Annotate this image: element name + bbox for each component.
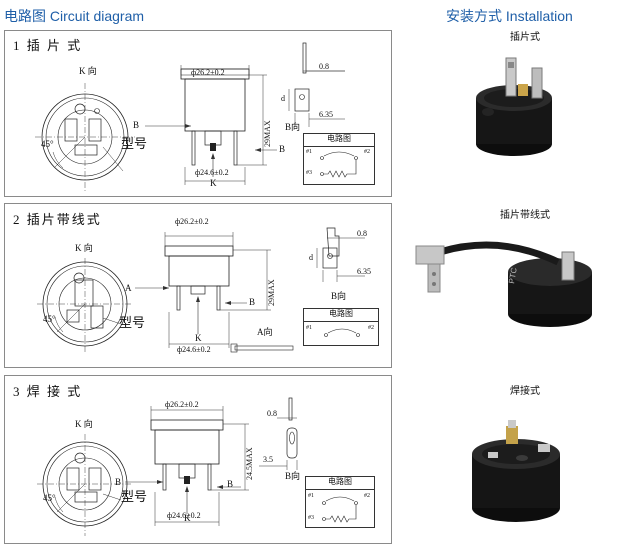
thickness-dim: 0.8 [267,409,277,418]
circuit-box-title: 电路图 [328,477,352,486]
photo-plug-in-relay [476,57,552,156]
arrow-b-label: B [249,297,256,307]
circuit-schematic [324,328,360,337]
angle-label: 45° [43,493,56,503]
k-view-drawing [37,258,133,354]
pin3-label: #3 [306,170,312,176]
terminal-detail-drawing [259,397,298,470]
photo-solder-relay [472,420,560,522]
thickness-dim: 0.8 [319,62,329,71]
b-view-label: B向 [285,122,301,132]
top-diameter-dim: ф26.2±0.2 [165,400,199,409]
panel-solder: 3 焊 接 式 K 向 45° 型号 [4,375,392,544]
d-dim: d [309,253,313,262]
circuit-box-title: 电路图 [327,134,351,143]
arrow-a-label: A [125,283,132,293]
photo-label-solder: 焊接式 [510,386,540,397]
thickness-dim: 0.8 [357,229,367,238]
installation-header: 安装方式 Installation [446,8,573,24]
pin2-label: #2 [368,325,374,331]
bottom-diameter-dim: ф24.6±0.2 [167,511,201,520]
circuit-schematic [322,496,358,523]
top-diameter-dim: ф26.2±0.2 [191,68,225,77]
side-view-drawing [145,65,277,185]
pin2-label: #2 [364,149,370,155]
pin1-label: #1 [308,493,314,499]
circuit-box: 电路图 #1 #2 [303,308,379,346]
k-view-label: K 向 [75,419,93,429]
k-view-drawing [37,434,133,536]
model-label: 型号 [119,315,146,330]
panel-title: 2 插片带线式 [13,212,102,227]
a-view-label: A向 [257,327,273,337]
circuit-box: 电路图 #1 #2 #3 [305,476,375,528]
b-view-label: B向 [285,471,301,481]
panel-plug-in: 1 插 片 式 K 向 45° 型号 [4,30,392,197]
d-dim: d [281,94,285,103]
angle-label: 45° [41,139,54,149]
pin1-label: #1 [306,149,312,155]
arrow-b2-label: B [279,144,286,154]
panel-title: 3 焊 接 式 [13,384,83,399]
k-view-drawing [35,83,135,191]
model-label: 型号 [121,489,148,504]
top-diameter-dim: ф26.2±0.2 [175,217,209,226]
bottom-diameter-dim: ф24.6±0.2 [195,168,229,177]
side-view-drawing [125,406,249,526]
width-dim: 6.35 [319,110,333,119]
circuit-box-title: 电路图 [329,309,353,318]
arrow-b2-label: B [227,479,234,489]
circuit-schematic [320,151,358,178]
arrow-b-label: B [115,477,122,487]
width-dim: 6.35 [357,267,371,276]
width-dim: 3.5 [263,455,273,464]
circuit-box: 电路图 #1 #2 #3 [303,133,375,185]
model-label: 型号 [121,136,148,151]
k-view-label: K 向 [75,243,93,253]
terminal-detail-drawing [316,227,365,282]
pin1-label: #1 [306,325,312,331]
terminal-detail-drawing [288,42,345,127]
angle-label: 45° [43,314,56,324]
photo-marking: PTC [507,267,519,285]
pin3-label: #3 [308,515,314,521]
photo-label-plug-with-lead: 插片带线式 [500,210,550,221]
photo-label-plug-in: 插片式 [510,32,540,43]
photo-plug-with-lead-relay: PTC [415,241,592,327]
circuit-diagram-header: 电路图 Circuit diagram [4,8,145,24]
k-view-label: K 向 [79,66,97,76]
bottom-diameter-dim: ф24.6±0.2 [177,345,211,354]
side-view-drawing [135,232,294,353]
panel-title: 1 插 片 式 [13,38,83,53]
arrow-b-label: B [133,120,140,130]
pin2-label: #2 [364,493,370,499]
arrow-k-label: K [210,178,217,188]
arrow-k-label: K [195,333,202,343]
arrow-k-label: K [184,513,191,523]
b-view-label: B向 [331,291,347,301]
panel-plug-with-lead: 2 插片带线式 K 向 45° 型号 [4,203,392,368]
